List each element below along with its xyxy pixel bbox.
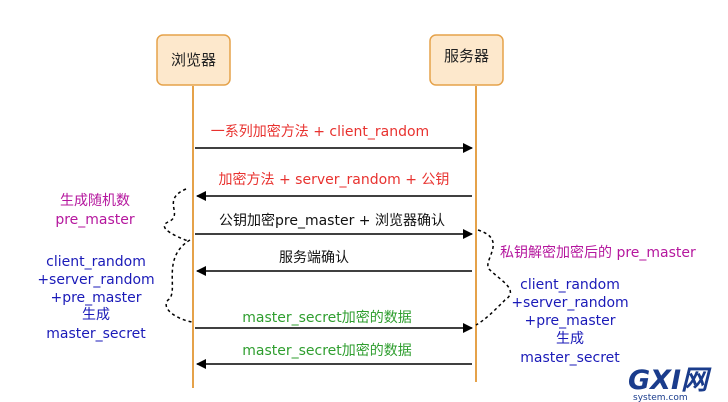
note-browser-master-line-5: master_secret <box>46 326 146 342</box>
server-participant: 服务器 <box>429 34 504 86</box>
note-server-master-line-2: +server_random <box>511 295 628 311</box>
message-6-label: master_secret加密的数据 <box>242 342 412 359</box>
note-browser-premaster: 生成随机数 pre_master <box>55 193 135 228</box>
message-5: master_secret加密的数据 <box>195 309 473 333</box>
browser-box <box>156 34 231 86</box>
note-browser-premaster-line-1: 生成随机数 <box>60 193 130 209</box>
browser-premaster-loop <box>163 188 189 242</box>
message-2: 加密方法 + server_random + 公钥 <box>196 171 472 201</box>
note-browser-premaster-line-2: pre_master <box>55 212 135 228</box>
server-label: 服务器 <box>444 47 489 65</box>
note-server-decrypt: 私钥解密加密后的 pre_master <box>500 244 696 261</box>
note-server-master-line-1: client_random <box>520 277 620 293</box>
browser-participant: 浏览器 <box>156 34 231 86</box>
message-5-label: master_secret加密的数据 <box>242 309 412 326</box>
note-browser-master-line-1: client_random <box>46 254 146 270</box>
note-server-master: client_random +server_random +pre_master… <box>511 277 628 366</box>
message-1: 一系列加密方法 + client_random <box>195 123 473 153</box>
message-4: 服务端确认 <box>196 250 472 276</box>
server-box <box>429 34 504 86</box>
note-browser-master: client_random +server_random +pre_master… <box>37 254 154 342</box>
watermark-logo: GXI网 system.com <box>628 365 712 402</box>
note-server-master-line-3: +pre_master <box>524 313 615 329</box>
watermark-brand: GXI网 <box>628 365 712 396</box>
message-3: 公钥加密pre_master + 浏览器确认 <box>195 212 473 239</box>
note-browser-master-line-4: 生成 <box>82 307 110 323</box>
note-server-master-line-4: 生成 <box>556 331 584 347</box>
watermark-domain: system.com <box>633 393 688 402</box>
browser-label: 浏览器 <box>171 51 216 69</box>
message-3-label: 公钥加密pre_master + 浏览器确认 <box>219 212 445 229</box>
server-decrypt-loop <box>475 229 512 326</box>
message-4-label: 服务端确认 <box>279 250 349 266</box>
browser-master-loop <box>165 239 193 323</box>
message-2-label: 加密方法 + server_random + 公钥 <box>219 171 450 188</box>
message-6: master_secret加密的数据 <box>196 342 472 369</box>
note-browser-master-line-3: +pre_master <box>50 290 141 306</box>
note-server-master-line-5: master_secret <box>520 350 620 366</box>
note-browser-master-line-2: +server_random <box>37 272 154 288</box>
message-1-label: 一系列加密方法 + client_random <box>211 123 429 140</box>
